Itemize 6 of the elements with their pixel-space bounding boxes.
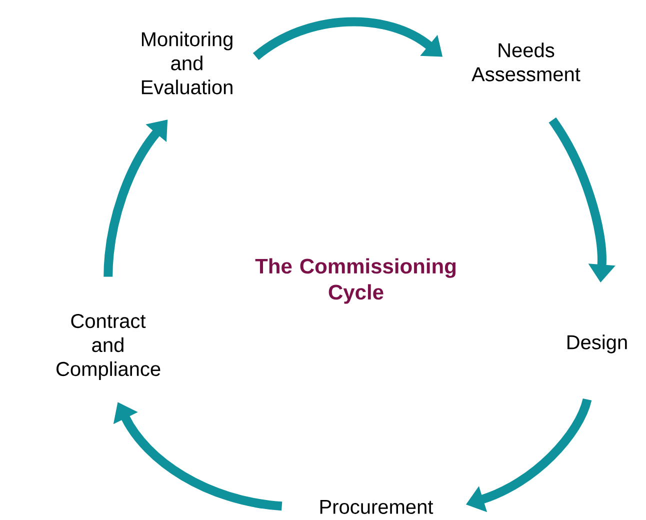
cycle-title: The Commissioning Cycle xyxy=(255,258,456,304)
stage-label: Contract and Compliance xyxy=(56,314,160,380)
stage-label: Design xyxy=(568,334,627,354)
stage-label: Needs Assessment xyxy=(472,42,580,82)
stage-label: Monitoring and Evaluation xyxy=(142,32,232,94)
stage-label: Procurement xyxy=(320,500,434,514)
